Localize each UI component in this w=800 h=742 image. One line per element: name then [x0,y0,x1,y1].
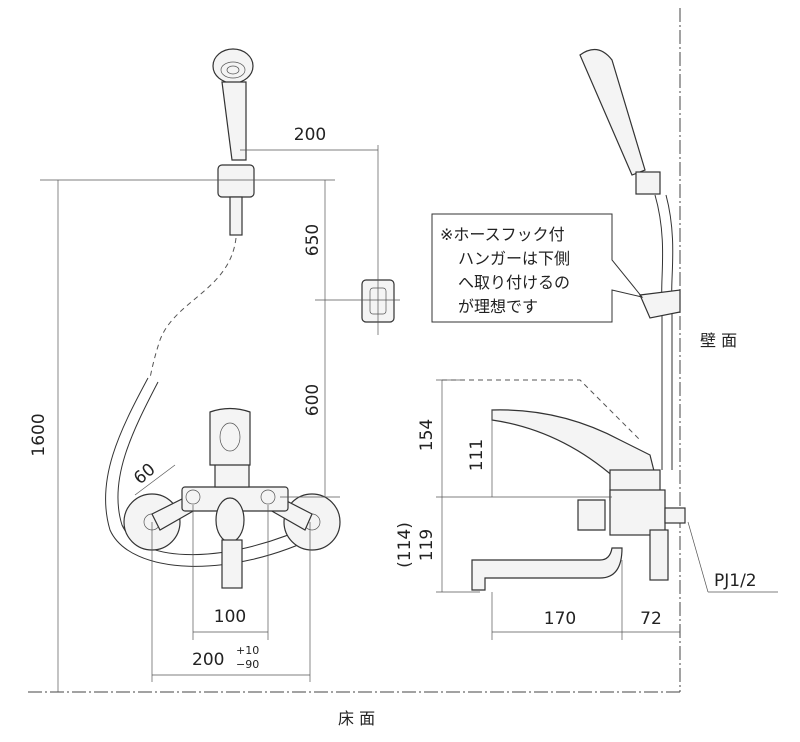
spout-side [471,547,623,591]
dim-mount-pitch-tol-minus: −90 [236,658,259,671]
note-line-2: ハンガーは下側 [458,249,570,268]
dim-connector-60: 60 [130,460,159,489]
dim-hanger-spacing: 650 [303,224,323,256]
note-callout: ※ホースフック付 ハンガーは下側 へ取り付けるの が理想です [431,213,644,323]
dim-center-distance: 100 [214,607,246,627]
shower-head-front [212,48,255,236]
side-dimensions: 154 111 (114) 119 170 72 PJ1/2 [395,379,778,640]
lever-side [491,409,656,479]
dim-hanger-to-valve: 600 [303,384,323,416]
wall-label: 壁 面 [700,331,737,350]
mixing-valve-front [123,407,341,589]
note-line-3: へ取り付けるの [458,273,570,292]
note-line-1: ※ホースフック付 [440,225,565,244]
dim-lever-height-inner: 111 [467,439,487,471]
dim-wall-offset: 72 [640,609,662,629]
front-view [105,48,395,589]
dim-total-height: 1600 [29,413,49,456]
dim-spout-height-alt: (114) [395,522,415,568]
side-view [442,49,686,591]
note-line-4: が理想です [458,297,538,316]
dim-mount-pitch: 200 [192,650,224,670]
dim-mount-pitch-tol-plus: +10 [236,644,259,657]
dim-hose-hook-offset: 200 [294,125,326,145]
dim-spout-height: 119 [417,529,437,561]
hose-outer [105,377,321,567]
front-dimensions: 1600 200 650 600 60 100 200 +10 −90 [29,125,400,692]
dim-pipe-thread: PJ1/2 [714,571,757,591]
hanger-side [639,289,681,319]
dim-spout-length: 170 [544,609,576,629]
hose-inner [117,381,319,556]
shower-head-side [579,49,646,176]
hose-dashed [149,237,237,379]
floor-label: 床 面 [338,709,375,728]
dim-lever-height: 154 [417,419,437,451]
